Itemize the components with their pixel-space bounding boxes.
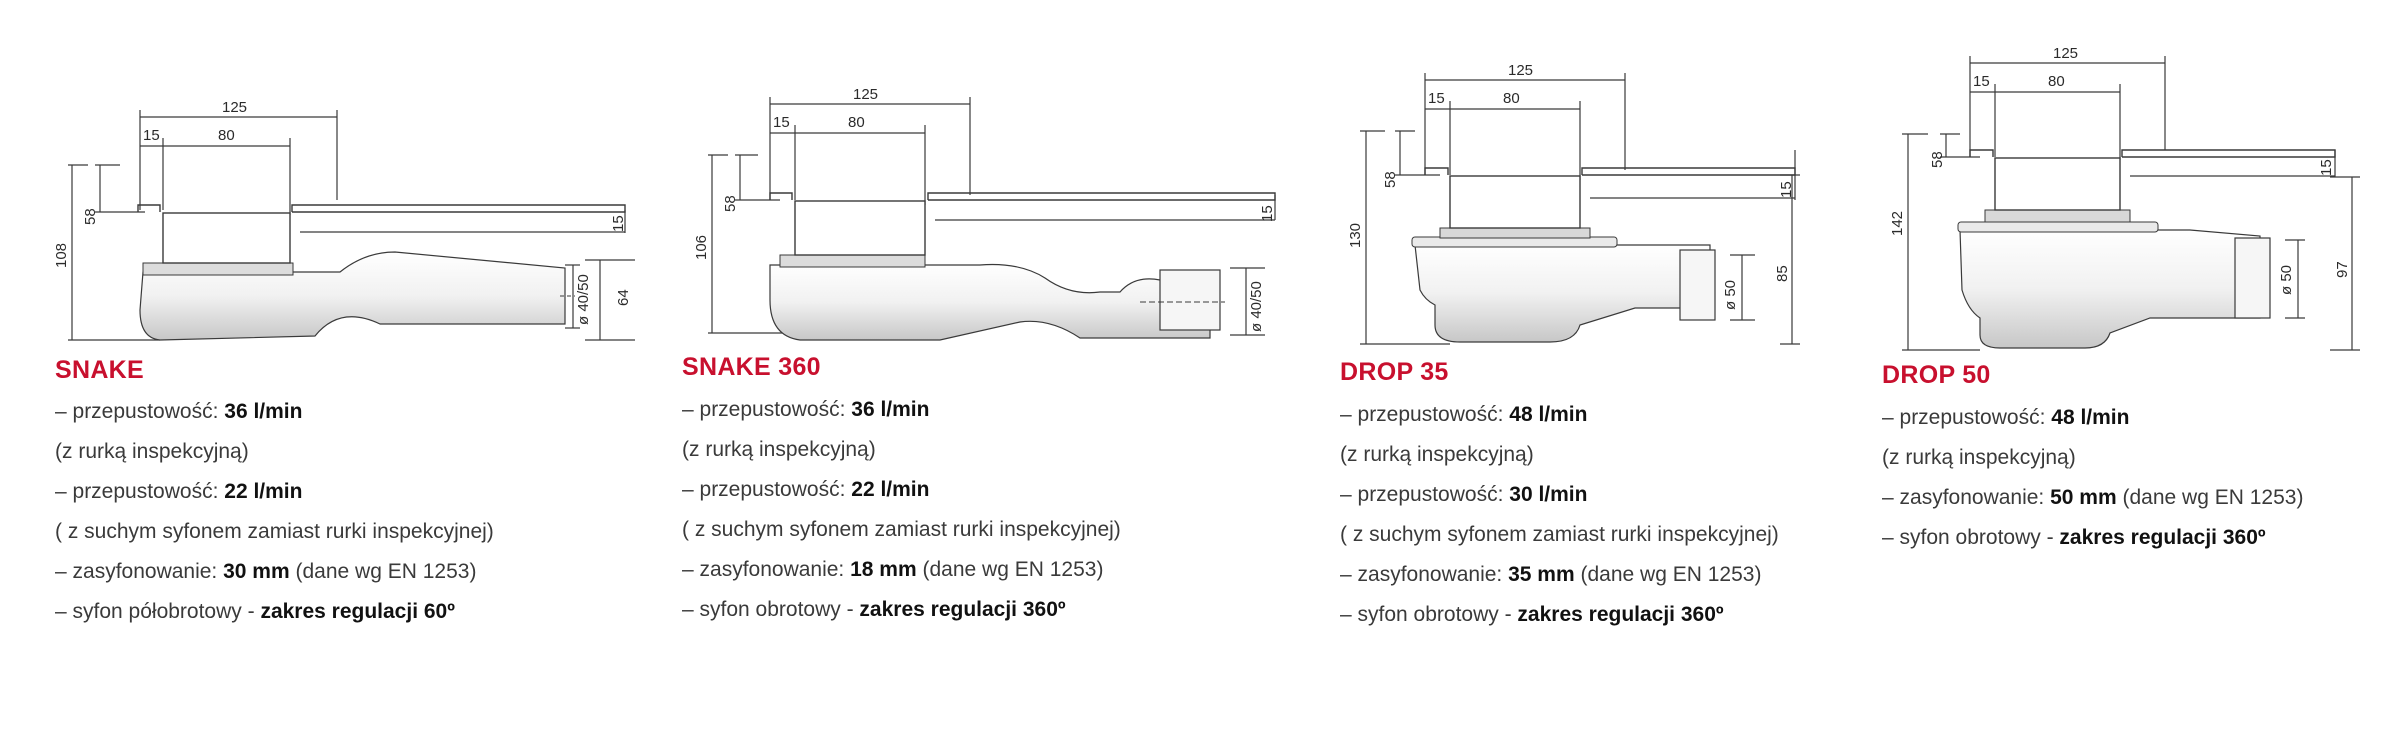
spec-line: – przepustowość: 48 l/min — [1340, 403, 1588, 426]
snake-dim-58: 58 — [82, 208, 99, 225]
spec-line: – syfon obrotowy - zakres regulacji 360º — [682, 598, 1066, 621]
drop35-dim-125: 125 — [1508, 62, 1533, 79]
drop35-title: DROP 35 — [1340, 358, 1449, 386]
product-panel-snake: 125 15 80 58 108 15 ø 40/50 64 SNAKE – p… — [0, 0, 640, 743]
drop50-dim-15: 15 — [1973, 73, 1990, 90]
snake-title: SNAKE — [55, 356, 145, 384]
drop50-technical-drawing: 125 15 80 58 142 15 ø 50 97 — [1889, 45, 2360, 351]
drop50-dim-15-right: 15 — [2318, 159, 2335, 176]
spec-line: ( z suchym syfonem zamiast rurki inspekc… — [682, 518, 1121, 541]
snake360-dim-80: 80 — [848, 114, 865, 131]
spec-line: ( z suchym syfonem zamiast rurki inspekc… — [55, 520, 494, 543]
spec-line: ( z suchym syfonem zamiast rurki inspekc… — [1340, 523, 1779, 546]
spec-line: (z rurką inspekcyjną) — [682, 438, 876, 461]
snake-dim-pipe: ø 40/50 — [575, 274, 592, 325]
spec-line: – przepustowość: 36 l/min — [682, 398, 930, 421]
snake360-spec-list: – przepustowość: 36 l/min (z rurką inspe… — [682, 390, 1121, 630]
drop35-dim-85: 85 — [1774, 265, 1791, 282]
snake-dim-64: 64 — [615, 289, 632, 306]
snake-dim-80: 80 — [218, 127, 235, 144]
spec-line: – zasyfonowanie: 18 mm (dane wg EN 1253) — [682, 558, 1104, 581]
spec-line: (z rurką inspekcyjną) — [55, 440, 249, 463]
snake360-title: SNAKE 360 — [682, 353, 821, 381]
snake360-dim-58: 58 — [722, 195, 739, 212]
product-panel-snake-360: 125 15 80 58 106 15 ø 40/50 SNAKE 360 – … — [640, 0, 1300, 743]
snake360-dim-106: 106 — [693, 235, 710, 260]
spec-line: – przepustowość: 22 l/min — [55, 480, 303, 503]
snake-dim-15-right: 15 — [610, 215, 627, 232]
drop50-dim-125: 125 — [2053, 45, 2078, 62]
spec-line: (z rurką inspekcyjną) — [1882, 446, 2076, 469]
drop35-dim-58: 58 — [1382, 171, 1399, 188]
snake360-technical-drawing: 125 15 80 58 106 15 ø 40/50 — [693, 86, 1276, 341]
spec-line: – przepustowość: 30 l/min — [1340, 483, 1588, 506]
snake360-dim-15-right: 15 — [1259, 205, 1276, 222]
spec-line: – syfon obrotowy - zakres regulacji 360º — [1340, 603, 1724, 626]
product-panel-drop-35: 125 15 80 58 130 15 ø 50 85 DROP 35 – pr… — [1300, 0, 1860, 743]
spec-line: – zasyfonowanie: 50 mm (dane wg EN 1253) — [1882, 486, 2304, 509]
spec-line: – syfon obrotowy - zakres regulacji 360º — [1882, 526, 2266, 549]
snake-dim-108: 108 — [53, 243, 70, 268]
drop35-dim-15-right: 15 — [1778, 181, 1795, 198]
spec-line: – syfon półobrotowy - zakres regulacji 6… — [55, 600, 455, 623]
spec-line: (z rurką inspekcyjną) — [1340, 443, 1534, 466]
spec-line: – zasyfonowanie: 30 mm (dane wg EN 1253) — [55, 560, 477, 583]
snake360-dim-15: 15 — [773, 114, 790, 131]
drop35-spec-list: – przepustowość: 48 l/min (z rurką inspe… — [1340, 395, 1779, 635]
drop50-dim-97: 97 — [2334, 261, 2351, 278]
drop35-dim-15: 15 — [1428, 90, 1445, 107]
drop50-dim-58: 58 — [1929, 151, 1946, 168]
drop35-technical-drawing: 125 15 80 58 130 15 ø 50 85 — [1347, 62, 1800, 345]
snake-spec-list: – przepustowość: 36 l/min (z rurką inspe… — [55, 392, 494, 632]
drop50-dim-142: 142 — [1889, 211, 1906, 236]
spec-line: – przepustowość: 48 l/min — [1882, 406, 2130, 429]
drop50-title: DROP 50 — [1882, 361, 1991, 389]
drop50-dim-80: 80 — [2048, 73, 2065, 90]
snake-dim-125: 125 — [222, 99, 247, 116]
drop50-spec-list: – przepustowość: 48 l/min (z rurką inspe… — [1882, 398, 2303, 558]
spec-line: – przepustowość: 36 l/min — [55, 400, 303, 423]
drop35-dim-pipe: ø 50 — [1722, 280, 1739, 310]
drop35-dim-80: 80 — [1503, 90, 1520, 107]
snake360-dim-pipe: ø 40/50 — [1248, 281, 1265, 332]
spec-line: – przepustowość: 22 l/min — [682, 478, 930, 501]
snake-dim-15: 15 — [143, 127, 160, 144]
spec-line: – zasyfonowanie: 35 mm (dane wg EN 1253) — [1340, 563, 1762, 586]
product-panel-drop-50: 125 15 80 58 142 15 ø 50 97 DROP 50 – pr… — [1860, 0, 2405, 743]
snake-technical-drawing: 125 15 80 58 108 15 ø 40/50 64 — [53, 99, 635, 341]
drop50-dim-pipe: ø 50 — [2278, 265, 2295, 295]
drop35-dim-130: 130 — [1347, 223, 1364, 248]
snake360-dim-125: 125 — [853, 86, 878, 103]
